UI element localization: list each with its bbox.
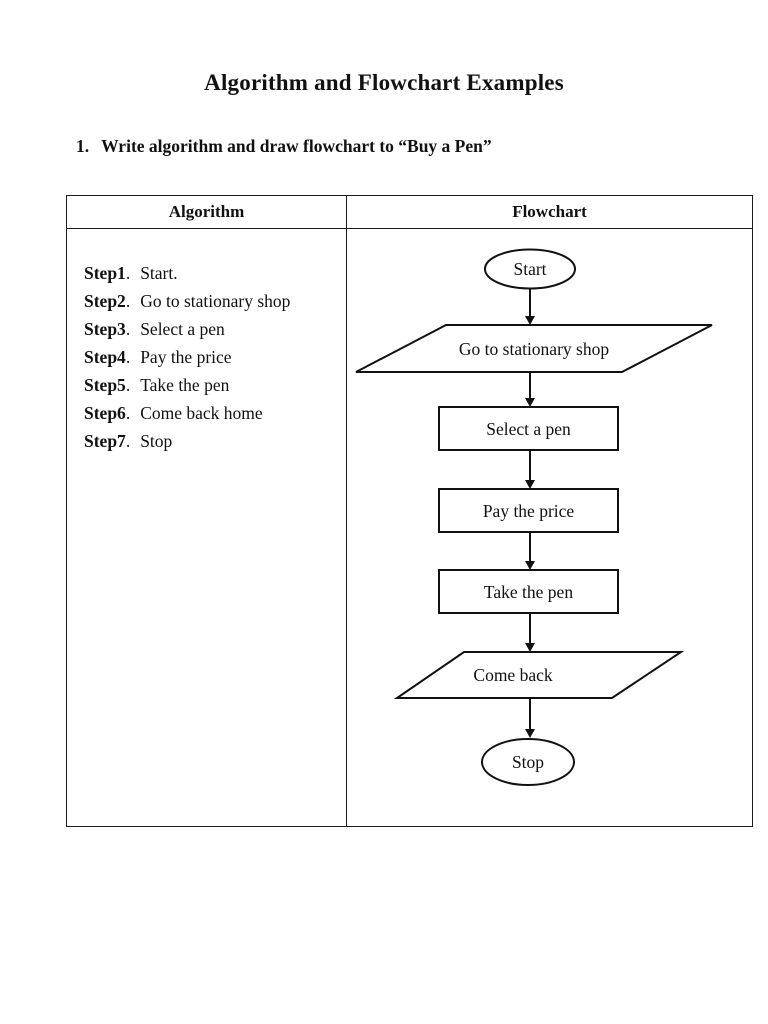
flow-arrow <box>525 613 535 652</box>
step-text: Go to stationary shop <box>140 291 291 311</box>
step-text: Take the pen <box>140 375 230 395</box>
step-separator: . <box>125 347 131 367</box>
step-separator: . <box>125 263 131 283</box>
arrowhead-icon <box>525 316 535 325</box>
process-shape <box>438 569 619 614</box>
step-label: Step7 <box>84 431 126 451</box>
step-text: Stop <box>140 431 173 451</box>
flow-node-select-pen: Select a pen <box>438 406 619 451</box>
step-label: Step2 <box>84 291 126 311</box>
flow-node-label: Select a pen <box>486 419 571 439</box>
table-header-algorithm: Algorithm <box>67 196 347 228</box>
arrowhead-icon <box>525 729 535 738</box>
flow-arrow <box>525 698 535 738</box>
arrowhead-icon <box>525 561 535 570</box>
table-header-row: Algorithm Flowchart <box>67 196 752 229</box>
step-row: Step1. Start. <box>84 259 340 287</box>
step-label: Step5 <box>84 375 126 395</box>
parallelogram-shape <box>393 651 685 699</box>
flow-node-take-pen: Take the pen <box>438 569 619 614</box>
step-row: Step6. Come back home <box>84 399 340 427</box>
flow-node-pay-price: Pay the price <box>438 488 619 533</box>
flow-arrow <box>525 288 535 325</box>
flow-arrow <box>525 450 535 489</box>
algorithm-cell: Step1. Start. Step2. Go to stationary shop… <box>67 229 347 826</box>
step-label: Step6 <box>84 403 126 423</box>
arrowhead-icon <box>525 480 535 489</box>
flowchart-diagram: Start Go to stationary shop <box>355 248 713 786</box>
flow-arrow <box>525 532 535 570</box>
step-row: Step4. Pay the price <box>84 343 340 371</box>
flow-node-label: Stop <box>512 752 544 772</box>
step-text: Start. <box>140 263 178 283</box>
flow-node-start: Start <box>484 248 576 290</box>
flowchart-cell: Start Go to stationary shop <box>347 229 752 826</box>
step-text: Select a pen <box>140 319 225 339</box>
problem-heading-text: Write algorithm and draw flowchart to “B… <box>101 136 492 156</box>
flow-node-stop: Stop <box>481 738 575 786</box>
step-row: Step2. Go to stationary shop <box>84 287 340 315</box>
step-row: Step3. Select a pen <box>84 315 340 343</box>
parallelogram-shape <box>355 324 713 373</box>
terminator-shape <box>481 738 575 786</box>
algorithm-flowchart-table: Algorithm Flowchart Step1. Start. Step2. G… <box>66 195 753 827</box>
flow-node-label: Pay the price <box>483 501 575 521</box>
algorithm-steps-list: Step1. Start. Step2. Go to stationary shop… <box>67 229 346 455</box>
step-separator: . <box>125 291 131 311</box>
step-label: Step4 <box>84 347 126 367</box>
step-row: Step7. Stop <box>84 427 340 455</box>
page-title: Algorithm and Flowchart Examples <box>204 70 564 95</box>
flow-node-label: Take the pen <box>484 582 573 602</box>
step-separator: . <box>125 403 131 423</box>
step-label: Step3 <box>84 319 126 339</box>
step-label: Step1 <box>84 263 126 283</box>
flow-arrow <box>525 372 535 407</box>
process-shape <box>438 406 619 451</box>
flow-node-go-to-shop: Go to stationary shop <box>355 324 713 373</box>
process-shape <box>438 488 619 533</box>
step-row: Step5. Take the pen <box>84 371 340 399</box>
problem-number: 1. <box>76 136 90 156</box>
problem-heading: 1. Write algorithm and draw flowchart to… <box>76 136 492 157</box>
arrowhead-icon <box>525 643 535 652</box>
step-separator: . <box>125 319 131 339</box>
flow-node-come-back: Come back <box>393 651 685 699</box>
step-text: Pay the price <box>140 347 232 367</box>
table-body-row: Step1. Start. Step2. Go to stationary shop… <box>67 229 752 826</box>
step-text: Come back home <box>140 403 263 423</box>
step-separator: . <box>125 375 131 395</box>
arrowhead-icon <box>525 398 535 407</box>
flow-node-label: Go to stationary shop <box>459 339 609 359</box>
table-header-flowchart: Flowchart <box>512 202 587 221</box>
step-separator: . <box>125 431 131 451</box>
flow-node-label: Start <box>513 259 546 279</box>
flow-node-label: Come back <box>473 665 552 685</box>
